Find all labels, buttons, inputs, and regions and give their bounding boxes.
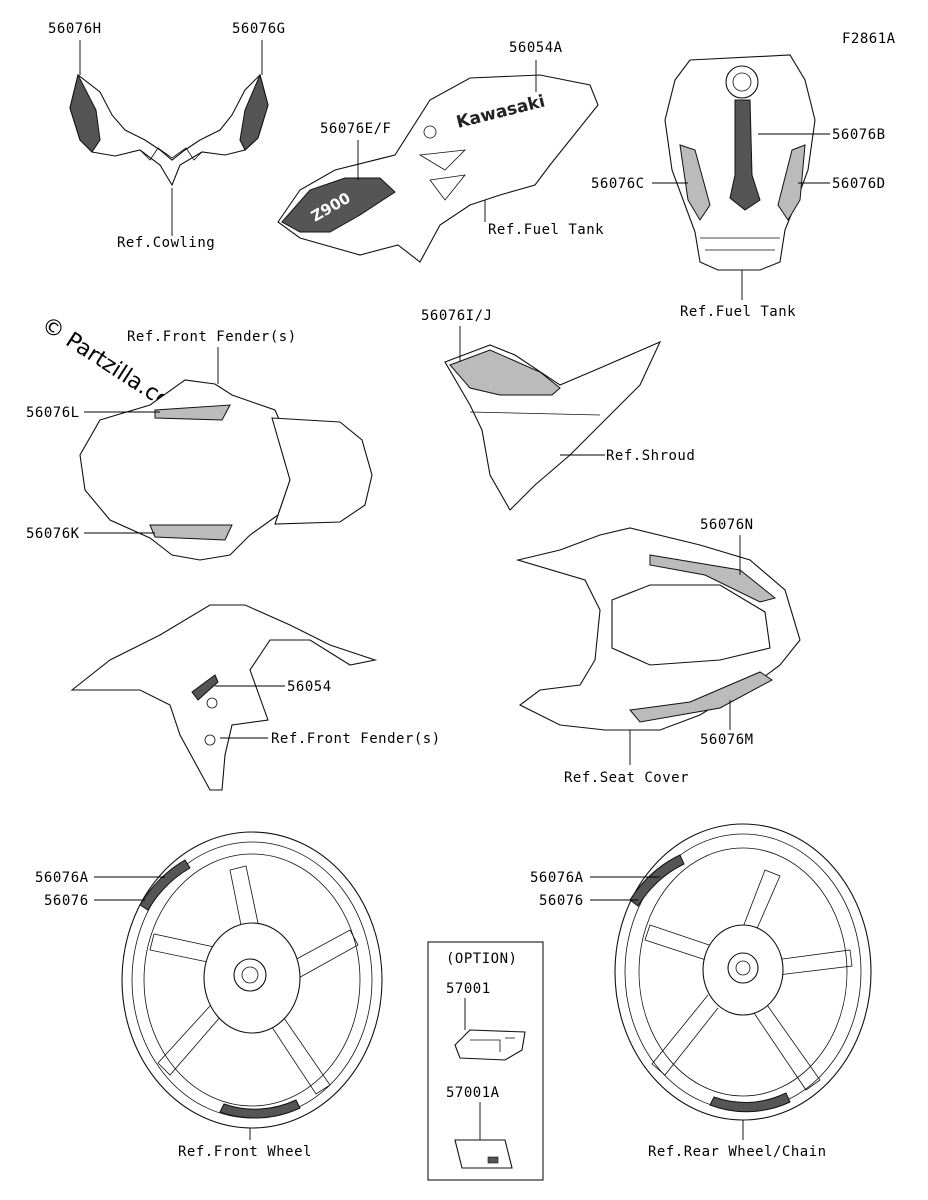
fender-decal-K [149, 524, 233, 541]
label-57001: 57001 [446, 981, 491, 997]
fender-decal-L [154, 404, 231, 421]
shroud-crease [469, 411, 601, 416]
ref-fuel-tank-2: Ref.Fuel Tank [680, 304, 796, 320]
tank-cover-emblem [423, 125, 437, 139]
front-wheel-hub [233, 958, 267, 992]
label-56076D: 56076D [832, 176, 886, 192]
front-wheel-rim-inner [143, 853, 361, 1107]
option-part-57001 [454, 1029, 526, 1061]
ref-fuel-tank-1: Ref.Fuel Tank [488, 222, 604, 238]
ref-shroud: Ref.Shroud [606, 448, 695, 464]
label-57001A: 57001A [446, 1085, 500, 1101]
ref-rear-wheel: Ref.Rear Wheel/Chain [648, 1144, 827, 1160]
rear-wheel-decal-a [629, 854, 685, 907]
front-wheel-decal-a [139, 859, 191, 911]
option-part-57001A-tag [487, 1156, 499, 1164]
front-wheel-spokes [149, 865, 359, 1095]
label-front-56076A: 56076A [35, 870, 89, 886]
option-title: (OPTION) [446, 951, 517, 967]
cowling-part [69, 73, 269, 187]
front-wheel-axle [241, 966, 259, 984]
fuel-cap [725, 65, 759, 99]
label-56054: 56054 [287, 679, 332, 695]
fuel-tank-group: 56076B 56076C 56076D Ref.Fuel Tank [591, 54, 886, 320]
label-56054A: 56054A [509, 40, 563, 56]
figure-code: F2861A [842, 31, 896, 47]
fuel-cap-inner [732, 72, 752, 92]
cowling-decal-right [239, 73, 269, 151]
tank-cover-stripe [281, 177, 396, 233]
tank-cover-vents [418, 149, 467, 201]
ref-front-fender-side: Ref.Front Fender(s) [271, 731, 441, 747]
seat-decal-M [629, 671, 773, 723]
front-fender-rear-section [271, 417, 373, 525]
seat-cover-opening [611, 584, 771, 666]
label-56076G: 56076G [232, 21, 286, 37]
rear-wheel-group: 56076A 56076 Ref.Rear Wheel/Chain [530, 823, 872, 1160]
fender-bolt-1 [206, 697, 218, 709]
label-rear-56076A: 56076A [530, 870, 584, 886]
tank-decal-left [679, 144, 711, 221]
label-56076H: 56076H [48, 21, 102, 37]
front-fender-side-group: 56054 Ref.Front Fender(s) [70, 604, 441, 791]
rear-wheel-rim-inner [638, 847, 848, 1097]
cowling-group: 56076H 56076G Ref.Cowling [48, 21, 286, 251]
front-fender-top-part [79, 379, 291, 561]
ref-cowling: Ref.Cowling [117, 235, 215, 251]
seat-cover-group: 56076N 56076M Ref.Seat Cover [515, 517, 801, 786]
front-fender-side-part [70, 604, 378, 791]
label-56076IJ: 56076I/J [421, 308, 492, 324]
tank-base [700, 237, 780, 251]
front-wheel-decal-b [219, 1099, 301, 1119]
rear-wheel-axle [735, 960, 751, 976]
shroud-group: 56076I/J Ref.Shroud [421, 308, 695, 511]
fender-side-decal [191, 674, 219, 701]
label-56076C: 56076C [591, 176, 645, 192]
shroud-decal [449, 349, 561, 396]
rear-wheel-hub [727, 952, 759, 984]
rear-wheel-decal-b [709, 1092, 791, 1113]
cowling-decal-left [69, 73, 101, 153]
fender-bolt-2 [204, 734, 216, 746]
label-56076K: 56076K [26, 526, 80, 542]
tank-decal-center [729, 99, 761, 211]
front-wheel-group: 56076A 56076 Ref.Front Wheel [35, 831, 383, 1160]
label-56076B: 56076B [832, 127, 886, 143]
cowling-cutout [139, 147, 203, 161]
ref-front-wheel: Ref.Front Wheel [178, 1144, 312, 1160]
tank-cover-group: Kawasaki Z900 56054A 56076E/F Ref.Fuel T… [277, 40, 604, 263]
option-part-57001-detail [470, 1037, 515, 1052]
front-fender-top-group: Ref.Front Fender(s) 56076L 56076K [26, 329, 373, 561]
rear-wheel-spokes [644, 869, 853, 1091]
tank-decal-right [777, 144, 806, 221]
label-56076N: 56076N [700, 517, 754, 533]
ref-front-fender-top: Ref.Front Fender(s) [127, 329, 297, 345]
ref-seat-cover: Ref.Seat Cover [564, 770, 689, 786]
label-56076EF: 56076E/F [320, 121, 391, 137]
option-part-57001A [454, 1139, 513, 1169]
label-rear-56076: 56076 [539, 893, 584, 909]
option-box-group: (OPTION) 57001 57001A [427, 941, 544, 1181]
label-front-56076: 56076 [44, 893, 89, 909]
label-56076L: 56076L [26, 405, 80, 421]
label-56076M: 56076M [700, 732, 754, 748]
